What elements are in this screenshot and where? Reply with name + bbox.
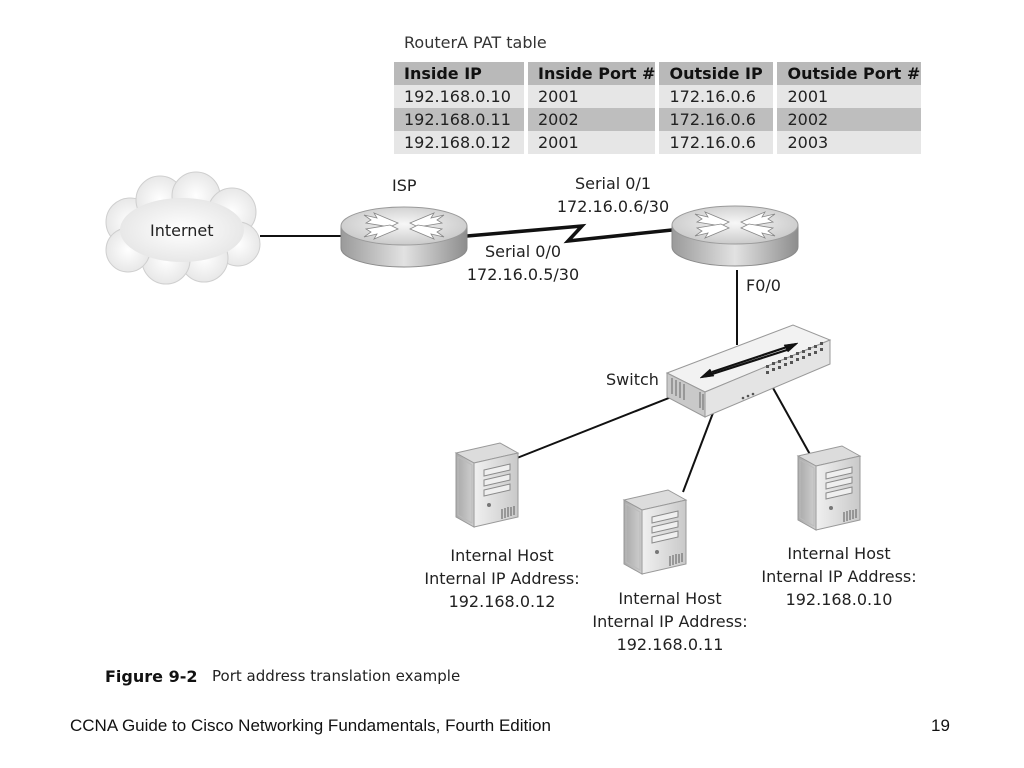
cell-outside-port: 2002 bbox=[775, 108, 922, 131]
host-server-icon-middle bbox=[623, 489, 687, 575]
cell-inside-port: 2001 bbox=[526, 131, 660, 154]
host-right-ip-caption: Internal IP Address: bbox=[761, 567, 917, 586]
cell-inside-ip: 192.168.0.10 bbox=[394, 85, 528, 108]
cell-outside-ip: 172.16.0.6 bbox=[657, 131, 778, 154]
host-middle-label: Internal Host Internal IP Address: 192.1… bbox=[580, 587, 760, 656]
table-row: 192.168.0.12 2001 172.16.0.6 2003 bbox=[394, 131, 922, 154]
cell-outside-ip: 172.16.0.6 bbox=[657, 108, 778, 131]
switch-host-right-link bbox=[772, 387, 813, 459]
switch-host-left-link bbox=[516, 391, 685, 459]
serial-wan-link bbox=[466, 223, 673, 244]
host-middle-ip-caption: Internal IP Address: bbox=[592, 612, 748, 631]
page-number: 19 bbox=[931, 716, 950, 735]
footer-book-title: CCNA Guide to Cisco Networking Fundament… bbox=[70, 716, 551, 735]
host-right-label: Internal Host Internal IP Address: 192.1… bbox=[749, 542, 929, 611]
serial00-ip-label: 172.16.0.5/30 bbox=[466, 265, 580, 284]
table-row: 192.168.0.10 2001 172.16.0.6 2001 bbox=[394, 85, 922, 108]
header-outside-port: Outside Port # bbox=[775, 62, 922, 85]
header-inside-ip: Inside IP bbox=[394, 62, 528, 85]
isp-router-icon bbox=[340, 206, 468, 268]
internet-label: Internet bbox=[150, 221, 214, 240]
host-left-label: Internal Host Internal IP Address: 192.1… bbox=[412, 544, 592, 613]
figure-number: Figure 9-2 bbox=[105, 667, 198, 686]
host-left-ip-caption: Internal IP Address: bbox=[424, 569, 580, 588]
cell-outside-port: 2003 bbox=[775, 131, 922, 154]
host-server-icon-left bbox=[455, 442, 519, 528]
header-outside-ip: Outside IP bbox=[657, 62, 778, 85]
cell-outside-ip: 172.16.0.6 bbox=[657, 85, 778, 108]
switch-host-middle-link bbox=[682, 404, 717, 493]
switch-icon bbox=[665, 324, 832, 418]
cell-inside-ip: 192.168.0.11 bbox=[394, 108, 528, 131]
host-middle-ip: 192.168.0.11 bbox=[616, 635, 724, 654]
pat-table-title: RouterA PAT table bbox=[404, 33, 547, 52]
host-right-ip: 192.168.0.10 bbox=[785, 590, 893, 609]
cell-outside-port: 2001 bbox=[775, 85, 922, 108]
host-server-icon-right bbox=[797, 445, 861, 531]
pat-table: Inside IP Inside Port # Outside IP Outsi… bbox=[394, 62, 922, 154]
table-row: 192.168.0.11 2002 172.16.0.6 2002 bbox=[394, 108, 922, 131]
cell-inside-port: 2001 bbox=[526, 85, 660, 108]
serial01-ip-label: 172.16.0.6/30 bbox=[556, 197, 670, 216]
serial00-name-label: Serial 0/0 bbox=[484, 242, 562, 261]
f00-label: F0/0 bbox=[746, 276, 781, 295]
figure-caption: Port address translation example bbox=[212, 667, 461, 685]
serial01-name-label: Serial 0/1 bbox=[574, 174, 652, 193]
header-inside-port: Inside Port # bbox=[526, 62, 660, 85]
cell-inside-port: 2002 bbox=[526, 108, 660, 131]
isp-label: ISP bbox=[392, 176, 417, 195]
switch-label: Switch bbox=[606, 370, 659, 389]
cell-inside-ip: 192.168.0.12 bbox=[394, 131, 528, 154]
routera-icon bbox=[671, 205, 799, 267]
host-left-ip: 192.168.0.12 bbox=[448, 592, 556, 611]
host-right-title: Internal Host bbox=[787, 544, 891, 563]
pat-table-header-row: Inside IP Inside Port # Outside IP Outsi… bbox=[394, 62, 922, 85]
internet-cloud-icon bbox=[105, 171, 261, 285]
host-middle-title: Internal Host bbox=[618, 589, 722, 608]
host-left-title: Internal Host bbox=[450, 546, 554, 565]
